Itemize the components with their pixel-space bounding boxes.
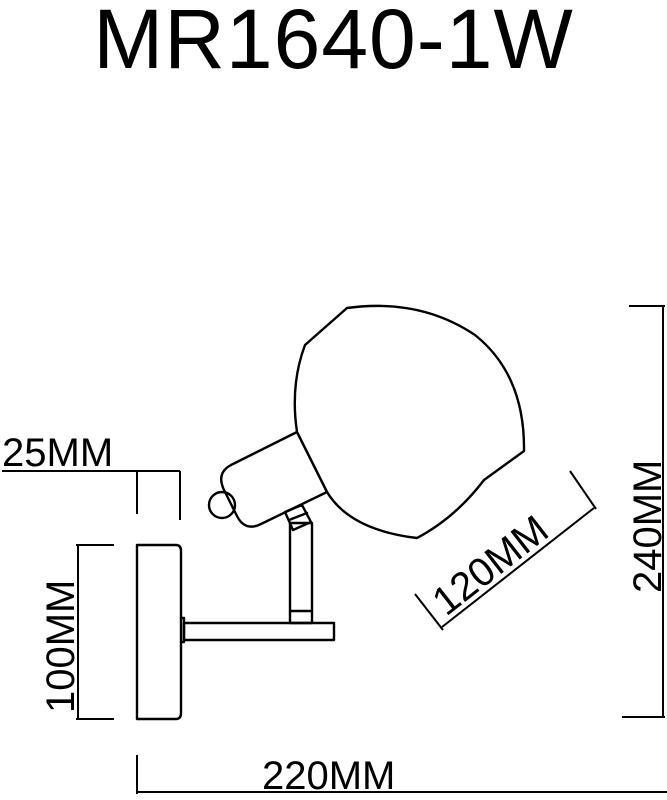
dimension-220mm: 220MM: [136, 754, 667, 798]
dimension-120mm-label: 120MM: [424, 507, 556, 624]
lamp-shade: [293, 304, 526, 540]
model-title: MR1640-1W: [93, 0, 574, 86]
dimension-240mm: 240MM: [622, 305, 667, 718]
dimension-25mm: 25MM: [2, 431, 181, 520]
dimension-220mm-label: 220MM: [262, 754, 395, 798]
dimension-25mm-label: 25MM: [2, 431, 113, 475]
dimension-240mm-label: 240MM: [626, 460, 667, 593]
dimension-120mm: 120MM: [414, 470, 597, 631]
dimension-100mm: 100MM: [39, 544, 114, 720]
lamp-socket: [207, 430, 329, 528]
dimension-100mm-label: 100MM: [39, 580, 83, 713]
wall-base-plate: [135, 543, 183, 721]
lamp-stem: [283, 503, 314, 625]
lamp-arm: [179, 616, 336, 644]
